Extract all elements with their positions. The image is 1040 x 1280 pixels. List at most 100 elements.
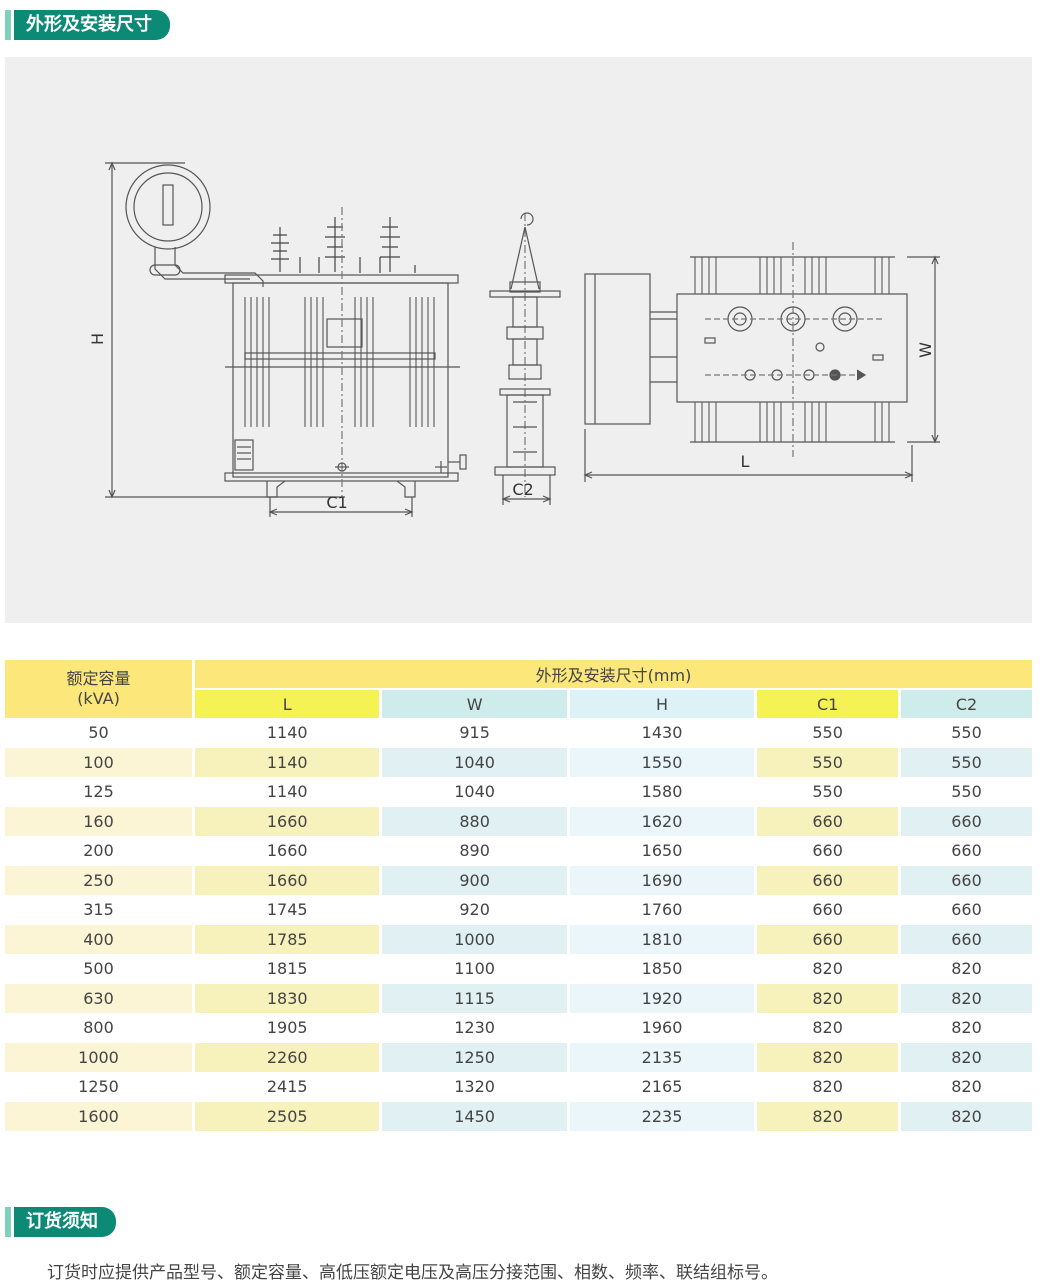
dim-label-l: L <box>741 452 750 471</box>
cell-l: 1140 <box>195 747 383 777</box>
cell-c1: 660 <box>757 836 902 866</box>
cell-c2: 660 <box>951 900 982 920</box>
tab-stripe <box>5 10 11 40</box>
cell-h: 1690 <box>569 865 758 895</box>
cell-h: 1580 <box>570 777 758 807</box>
cell-capacity: 315 <box>5 895 195 925</box>
cell-h: 1760 <box>570 895 758 925</box>
cell-w: 1320 <box>382 1072 570 1102</box>
cell-c2: 660 <box>951 841 982 861</box>
cell-c1: 820 <box>757 983 902 1013</box>
order-note-text: 订货时应提供产品型号、额定容量、高低压额定电压及高压分接范围、相数、频率、联结组… <box>47 1263 778 1280</box>
cell-w: 1230 <box>382 1013 570 1043</box>
cell-capacity: 200 <box>5 836 195 866</box>
cell-w: 900 <box>382 865 570 895</box>
cell-c2: 820 <box>951 1018 982 1038</box>
cell-c1: 660 <box>757 924 902 954</box>
cell-c2: 820 <box>901 1042 1032 1072</box>
cell-c2: 550 <box>901 747 1032 777</box>
transformer-drawing-panel: H C1 C2 <box>5 57 1032 623</box>
cell-c1: 820 <box>757 954 902 984</box>
cell-capacity: 1600 <box>5 1101 195 1131</box>
cell-h: 1920 <box>569 983 758 1013</box>
cell-c1: 820 <box>757 1101 902 1131</box>
dimensions-section-title: 外形及安装尺寸 <box>14 10 170 40</box>
cell-w: 915 <box>382 718 570 748</box>
column-header-l: L <box>195 690 383 718</box>
cell-c2: 550 <box>951 782 982 802</box>
cell-c2: 820 <box>951 959 982 979</box>
top-view <box>583 242 940 482</box>
transformer-outline-drawing: H C1 C2 <box>88 161 940 517</box>
cell-l: 1830 <box>195 983 383 1013</box>
capacity-header-unit: (kVA) <box>77 689 120 708</box>
capacity-header-label: 额定容量 <box>66 669 131 688</box>
capacity-header: 额定容量 (kVA) <box>5 660 195 718</box>
dimensions-section-tab: 外形及安装尺寸 <box>5 10 170 40</box>
cell-c1: 660 <box>757 865 902 895</box>
cell-h: 1550 <box>569 747 758 777</box>
cell-l: 1660 <box>195 806 383 836</box>
cell-capacity: 500 <box>5 954 195 984</box>
order-section-tab: 订货须知 <box>5 1207 116 1237</box>
cell-c1: 550 <box>757 718 902 748</box>
cell-w: 1250 <box>382 1042 570 1072</box>
dim-label-c2: C2 <box>512 480 533 499</box>
cell-c2: 660 <box>901 806 1032 836</box>
cell-h: 1810 <box>569 924 758 954</box>
dim-label-c1: C1 <box>326 493 347 512</box>
cell-c1: 660 <box>757 895 902 925</box>
cell-c1: 820 <box>757 1013 902 1043</box>
cell-l: 1815 <box>195 954 383 984</box>
cell-w: 1450 <box>382 1101 570 1131</box>
cell-h: 2135 <box>569 1042 758 1072</box>
cell-c1: 820 <box>757 1042 902 1072</box>
cell-capacity: 800 <box>5 1013 195 1043</box>
cell-w: 1040 <box>382 747 570 777</box>
cell-c1: 820 <box>757 1072 902 1102</box>
cell-c2: 550 <box>951 723 982 743</box>
cell-l: 1785 <box>195 924 383 954</box>
cell-c1: 660 <box>757 806 902 836</box>
cell-w: 1000 <box>382 924 570 954</box>
cell-l: 2415 <box>195 1072 383 1102</box>
cell-w: 1100 <box>382 954 570 984</box>
dim-label-h: H <box>88 333 107 345</box>
cell-l: 2260 <box>195 1042 383 1072</box>
cell-c2: 820 <box>951 1077 982 1097</box>
dimensions-group-header: 外形及安装尺寸(mm) <box>195 660 1032 690</box>
cell-c2: 820 <box>901 1101 1032 1131</box>
cell-l: 1660 <box>195 865 383 895</box>
cell-capacity: 160 <box>5 806 195 836</box>
cell-w: 890 <box>382 836 570 866</box>
front-view <box>105 161 467 517</box>
cell-h: 2235 <box>569 1101 758 1131</box>
cell-c1: 550 <box>757 747 902 777</box>
cell-w: 880 <box>382 806 570 836</box>
tab-stripe <box>5 1207 11 1237</box>
cell-capacity: 100 <box>5 747 195 777</box>
cell-w: 920 <box>382 895 570 925</box>
column-header-c2: C2 <box>901 690 1032 718</box>
cell-h: 2165 <box>570 1072 758 1102</box>
order-section-title: 订货须知 <box>14 1207 116 1237</box>
cell-l: 1745 <box>195 895 383 925</box>
table-header-row: 额定容量 (kVA) 外形及安装尺寸(mm) <box>5 660 1032 718</box>
cell-c1: 550 <box>757 777 902 807</box>
cell-h: 1650 <box>570 836 758 866</box>
cell-capacity: 125 <box>5 777 195 807</box>
